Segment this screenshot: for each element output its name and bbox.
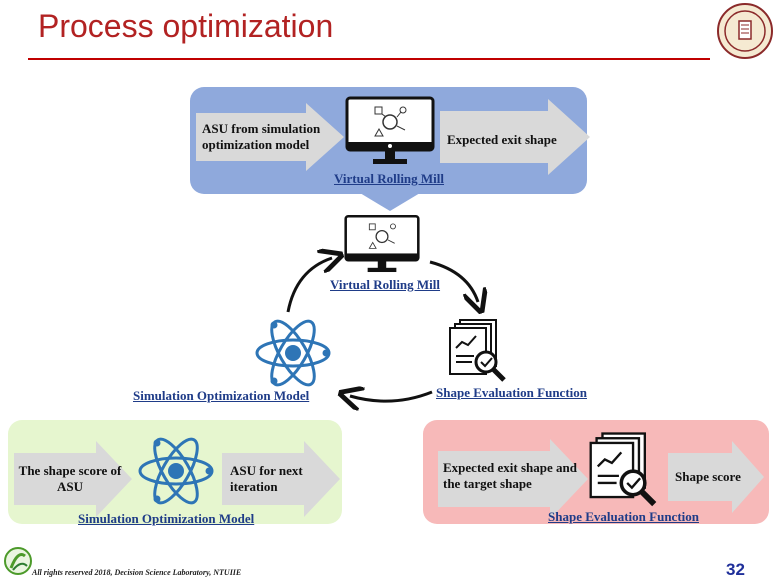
right-output-label: Shape score: [675, 469, 741, 484]
page-number: 32: [726, 560, 745, 579]
panel-pointer: [360, 193, 420, 211]
atom-icon: [252, 314, 334, 392]
left-output-arrow: [222, 441, 340, 517]
cycle-mill-label: Virtual Rolling Mill: [330, 277, 441, 292]
cycle-monitor-icon: [344, 214, 420, 276]
left-panel-caption: Simulation Optimization Model: [78, 511, 255, 526]
document-search-icon: [446, 318, 514, 384]
input-arrow: [196, 103, 344, 171]
university-seal-icon: [717, 3, 773, 59]
output-arrow: [440, 99, 590, 175]
monitor-icon: [345, 96, 435, 168]
cycle-optimization-label: Simulation Optimization Model: [133, 388, 310, 403]
right-panel-caption: Shape Evaluation Function: [548, 509, 699, 524]
top-panel-caption: Virtual Rolling Mill: [334, 171, 445, 186]
right-output-arrow: [668, 441, 764, 513]
right-input-arrow: [438, 439, 588, 519]
left-input-label: The shape score of ASU: [18, 463, 122, 494]
footer-copyright: All rights reserved 2018, Decision Scien…: [32, 568, 242, 577]
left-output-label: ASU for next iteration: [230, 463, 303, 494]
panel-document-search-icon: [586, 430, 666, 510]
lab-logo-icon: [3, 546, 33, 580]
slide-title: Process optimization: [38, 8, 334, 44]
left-input-arrow: [14, 441, 132, 517]
title-divider: [28, 58, 710, 60]
top-input-label: ASU from simulation optimization model: [202, 121, 321, 152]
panel-atom-icon: [134, 432, 218, 510]
cycle-evaluation-label: Shape Evaluation Function: [436, 385, 587, 400]
top-output-label: Expected exit shape: [447, 132, 557, 147]
right-input-label: Expected exit shape and the target shape: [443, 460, 577, 491]
